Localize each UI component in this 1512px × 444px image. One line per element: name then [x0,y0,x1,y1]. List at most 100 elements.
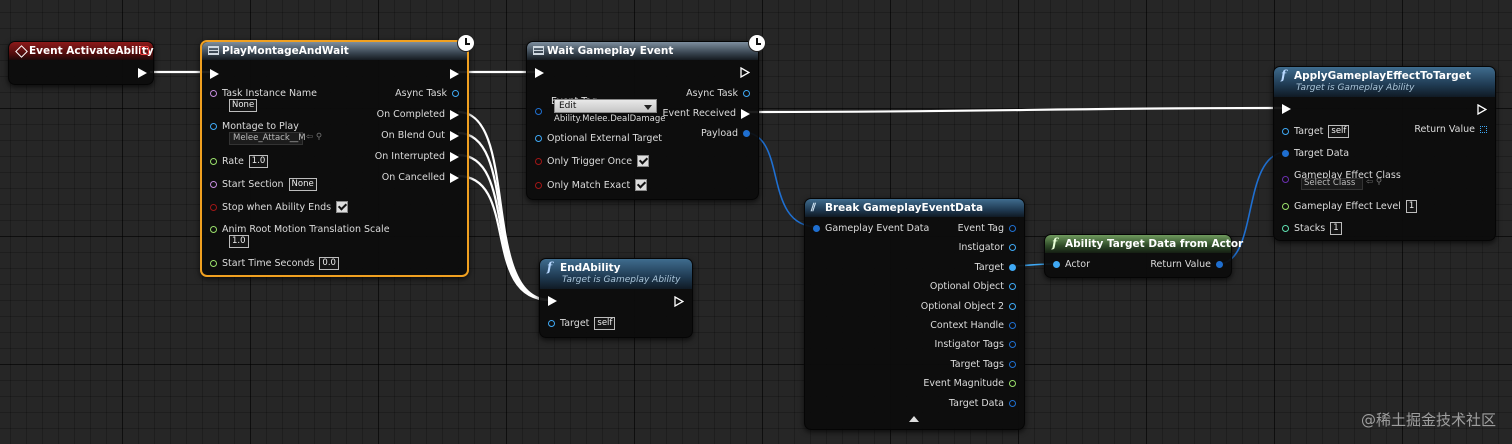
event-activate-ability-node[interactable]: Event ActivateAbility [8,41,154,85]
montage-async-task-pin[interactable]: Async Task [395,88,459,99]
object-pin-icon[interactable] [548,320,555,327]
target-data-from-actor-header[interactable]: f Ability Target Data from Actor [1045,235,1243,253]
class-browse-icon[interactable]: ⇦ ⚲ [1366,177,1383,187]
float-pin-icon[interactable] [1282,203,1289,210]
float-pin-icon[interactable] [210,158,217,165]
event-tag-edit-dropdown[interactable]: Edit [554,99,657,113]
play-montage-exec-in[interactable] [210,69,219,79]
exec-out-pin[interactable] [741,108,750,119]
on-blend-out-pin[interactable]: On Blend Out [381,130,459,141]
break-out-optional-object[interactable]: Optional Object [930,281,1016,292]
float-pin-icon[interactable] [210,226,217,233]
break-out-context-handle[interactable]: Context Handle [930,320,1016,331]
break-out-target-data[interactable]: Target Data [949,398,1016,409]
stop-when-ability-ends-pin[interactable]: Stop when Ability Ends [210,201,349,213]
float-pin-icon[interactable] [210,260,217,267]
break-out-instigator[interactable]: Instigator [959,242,1016,253]
object-pin-icon[interactable] [210,123,217,130]
exec-in-pin[interactable] [1282,104,1291,114]
play-montage-header[interactable]: PlayMontageAndWait [202,42,467,60]
exec-out-pin[interactable] [450,151,459,162]
object-pin-icon[interactable] [743,90,750,97]
wait-event-exec-out-pin[interactable] [740,67,750,78]
struct-pin-icon[interactable] [1009,400,1016,407]
event-delegate-icon[interactable] [140,46,149,55]
only-trigger-once-checkbox[interactable] [637,155,650,167]
object-pin-icon[interactable] [452,90,459,97]
exec-in-pin[interactable] [548,296,557,306]
ability-target-data-from-actor-node[interactable]: f Ability Target Data from Actor Actor R… [1044,234,1243,278]
anim-root-motion-field[interactable]: 1.0 [229,235,249,248]
wait-event-exec-in[interactable] [535,68,544,78]
montage-asset-picker[interactable]: Melee_Attack__M [229,132,306,145]
apply-effect-target-pin[interactable]: Target self [1282,125,1350,138]
apply-gameplay-effect-to-target-node[interactable]: f ApplyGameplayEffectToTarget Target is … [1273,66,1496,241]
exec-out-pin[interactable] [450,109,459,120]
struct-pin-icon[interactable] [743,130,750,137]
exec-out-pin[interactable] [450,130,459,141]
on-completed-pin[interactable]: On Completed [377,109,459,120]
object-pin-icon[interactable] [1009,303,1016,310]
exec-in-pin[interactable] [535,68,544,78]
wait-async-task-pin[interactable]: Async Task [686,88,750,99]
end-ability-node[interactable]: f EndAbility Target is Gameplay Ability … [539,258,693,338]
object-pin-icon[interactable] [1053,261,1060,268]
rate-field[interactable]: 1.0 [248,155,269,168]
class-pin-icon[interactable] [1282,176,1289,183]
apply-effect-exec-in[interactable] [1282,104,1291,114]
only-match-exact-checkbox[interactable] [635,179,648,191]
break-gameplay-event-data-node[interactable]: ⫽ Break GameplayEventData Gameplay Event… [804,198,1025,430]
break-out-event-tag[interactable]: Event Tag [958,223,1016,234]
name-pin-icon[interactable] [210,90,217,97]
task-instance-name-field[interactable]: None [229,99,258,112]
struct-pin-icon[interactable] [535,108,542,115]
object-pin-icon[interactable] [1009,283,1016,290]
float-pin-icon[interactable] [1009,380,1016,387]
start-time-seconds-field[interactable]: 0.0 [319,257,339,270]
gameplay-event-data-pin[interactable]: Gameplay Event Data [813,223,929,234]
optional-external-target-pin[interactable]: Optional External Target [535,133,662,144]
montage-to-play-pin[interactable]: Montage to Play [210,121,299,132]
end-ability-exec-in[interactable] [548,296,557,306]
break-out-target-tags[interactable]: Target Tags [951,359,1016,370]
end-ability-header[interactable]: f EndAbility Target is Gameplay Ability [540,259,692,289]
struct-pin-icon[interactable] [1009,361,1016,368]
task-instance-name-pin[interactable]: Task Instance Name [210,88,317,99]
play-montage-and-wait-node[interactable]: PlayMontageAndWait Task Instance Name No… [200,34,475,277]
on-interrupted-pin[interactable]: On Interrupted [375,151,459,162]
start-time-seconds-pin[interactable]: Start Time Seconds 0.0 [210,257,339,270]
bool-pin-icon[interactable] [535,157,542,165]
struct-pin-icon[interactable] [1282,150,1289,157]
exec-out-pin[interactable] [138,68,147,78]
break-out-instigator-tags[interactable]: Instigator Tags [935,339,1016,350]
struct-pin-icon[interactable] [1009,341,1016,348]
apply-effect-header[interactable]: f ApplyGameplayEffectToTarget Target is … [1274,67,1495,97]
actor-input-pin[interactable]: Actor [1053,259,1090,270]
end-ability-exec-out-pin[interactable] [674,296,684,307]
gameplay-effect-level-pin[interactable]: Gameplay Effect Level 1 [1282,200,1418,213]
break-out-target[interactable]: Target [975,262,1016,273]
break-event-data-header[interactable]: ⫽ Break GameplayEventData [805,199,1024,217]
name-pin-icon[interactable] [210,181,217,188]
apply-effect-target-field[interactable]: self [1328,125,1350,138]
play-montage-exec-out[interactable] [450,69,459,79]
apply-effect-return-pin[interactable]: Return Value [1414,124,1487,135]
start-section-field[interactable]: None [288,178,317,191]
on-cancelled-pin[interactable]: On Cancelled [382,172,459,183]
wait-gameplay-event-node[interactable]: Wait Gameplay Event Event Tag Edit Abili… [526,34,766,200]
only-match-exact-pin[interactable]: Only Match Exact [535,179,648,191]
bool-pin-icon[interactable] [535,181,542,189]
collapse-arrow-icon[interactable] [909,416,919,422]
object-pin-icon[interactable] [1282,128,1289,135]
end-ability-target-pin[interactable]: Target self [548,317,616,330]
apply-effect-target-data-pin[interactable]: Target Data [1282,148,1349,159]
int-pin-icon[interactable] [1282,225,1289,232]
object-pin-icon[interactable] [535,135,542,142]
asset-browse-icon[interactable]: ⇦ ⚲ [306,132,323,142]
end-ability-target-field[interactable]: self [594,317,616,330]
effect-class-picker[interactable]: Select Class [1301,178,1363,190]
stop-when-ability-ends-checkbox[interactable] [336,201,349,213]
target-data-return-pin[interactable]: Return Value [1150,259,1223,270]
anim-root-motion-pin[interactable]: Anim Root Motion Translation Scale [210,224,390,235]
event-activate-exec-out[interactable] [138,68,147,78]
